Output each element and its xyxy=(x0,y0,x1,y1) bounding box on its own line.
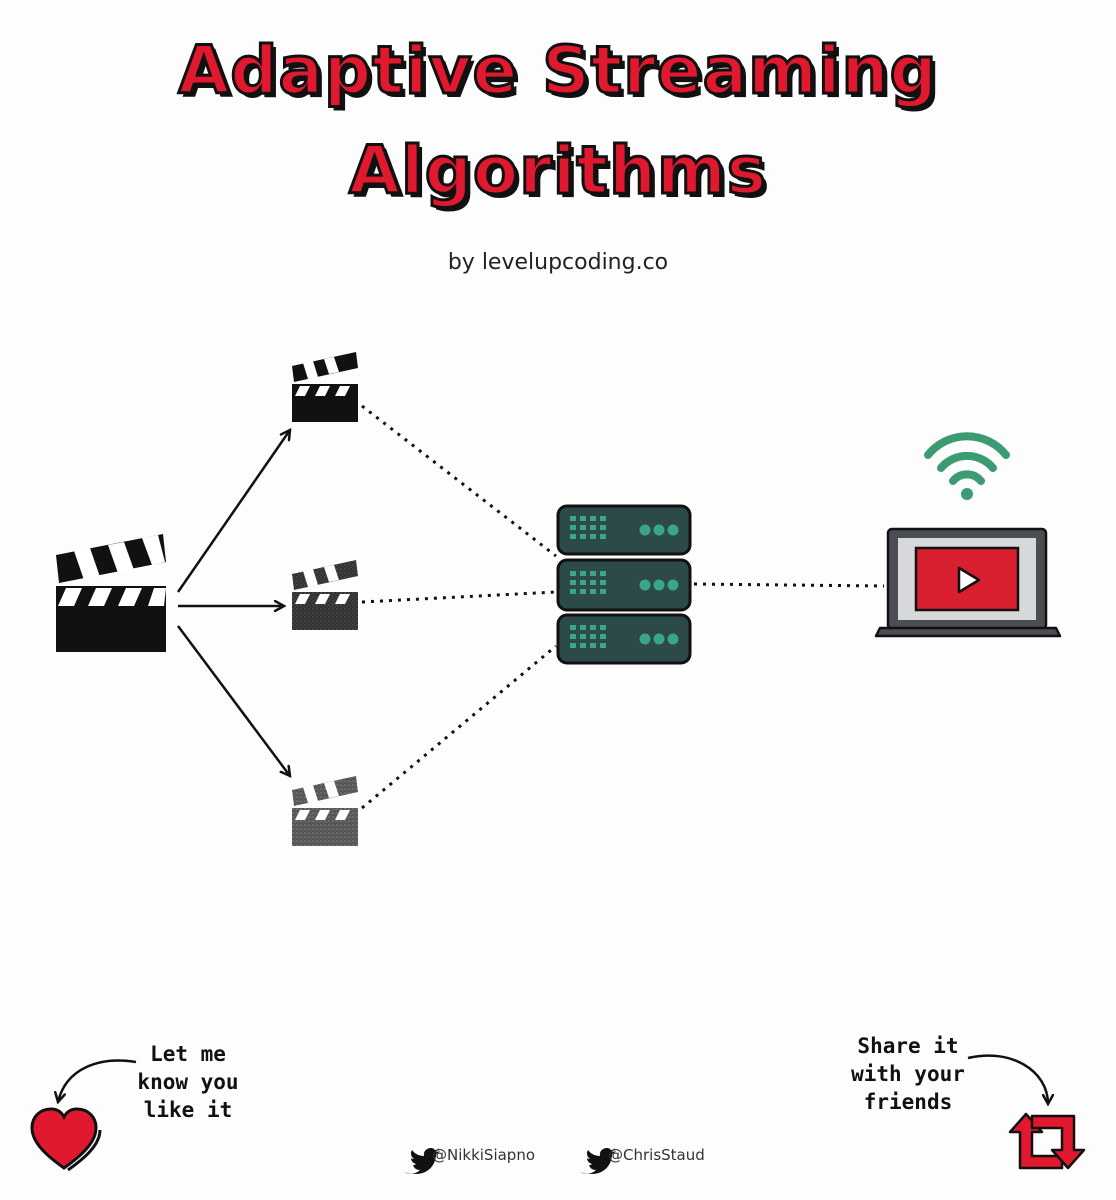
dotted-link-middle xyxy=(361,590,557,604)
dotted-link-bottom xyxy=(361,644,557,810)
twitter-bird-icon-1 xyxy=(404,1148,440,1174)
heart-icon xyxy=(30,1107,102,1172)
wifi-icon xyxy=(924,432,1010,500)
twitter-handle-2-text: @ChrisStaud xyxy=(608,1146,705,1164)
arrow-to-rendition-bottom xyxy=(176,625,290,776)
twitter-handle-1-text: @NikkiSiapno xyxy=(432,1146,536,1164)
page-title-line-2: Algorithms xyxy=(347,132,768,209)
twitter-bird-icon-2 xyxy=(580,1148,616,1174)
share-arrow xyxy=(967,1054,1048,1104)
byline: by levelupcoding.co xyxy=(447,250,669,275)
dotted-link-top xyxy=(361,404,557,558)
arrow-to-rendition-top xyxy=(176,430,290,593)
retweet-icon xyxy=(1008,1112,1086,1170)
server-rack-icon xyxy=(556,504,692,665)
like-arrow xyxy=(58,1059,137,1102)
rendition-low-clapperboard-icon xyxy=(292,776,358,846)
share-note: Share it with your friends xyxy=(851,1034,965,1114)
twitter-handle-1[interactable]: @NikkiSiapno xyxy=(402,1146,535,1164)
rendition-medium-clapperboard-icon xyxy=(292,560,358,630)
like-note: Let me know you like it xyxy=(137,1042,239,1122)
dotted-link-client xyxy=(693,582,885,588)
rendition-high-clapperboard-icon xyxy=(292,352,358,422)
twitter-handle-2[interactable]: @ChrisStaud xyxy=(578,1146,705,1164)
page-title-line-1: Adaptive Streaming xyxy=(177,32,939,109)
source-clapperboard-icon xyxy=(56,534,166,652)
laptop-video-player-icon xyxy=(874,527,1062,638)
